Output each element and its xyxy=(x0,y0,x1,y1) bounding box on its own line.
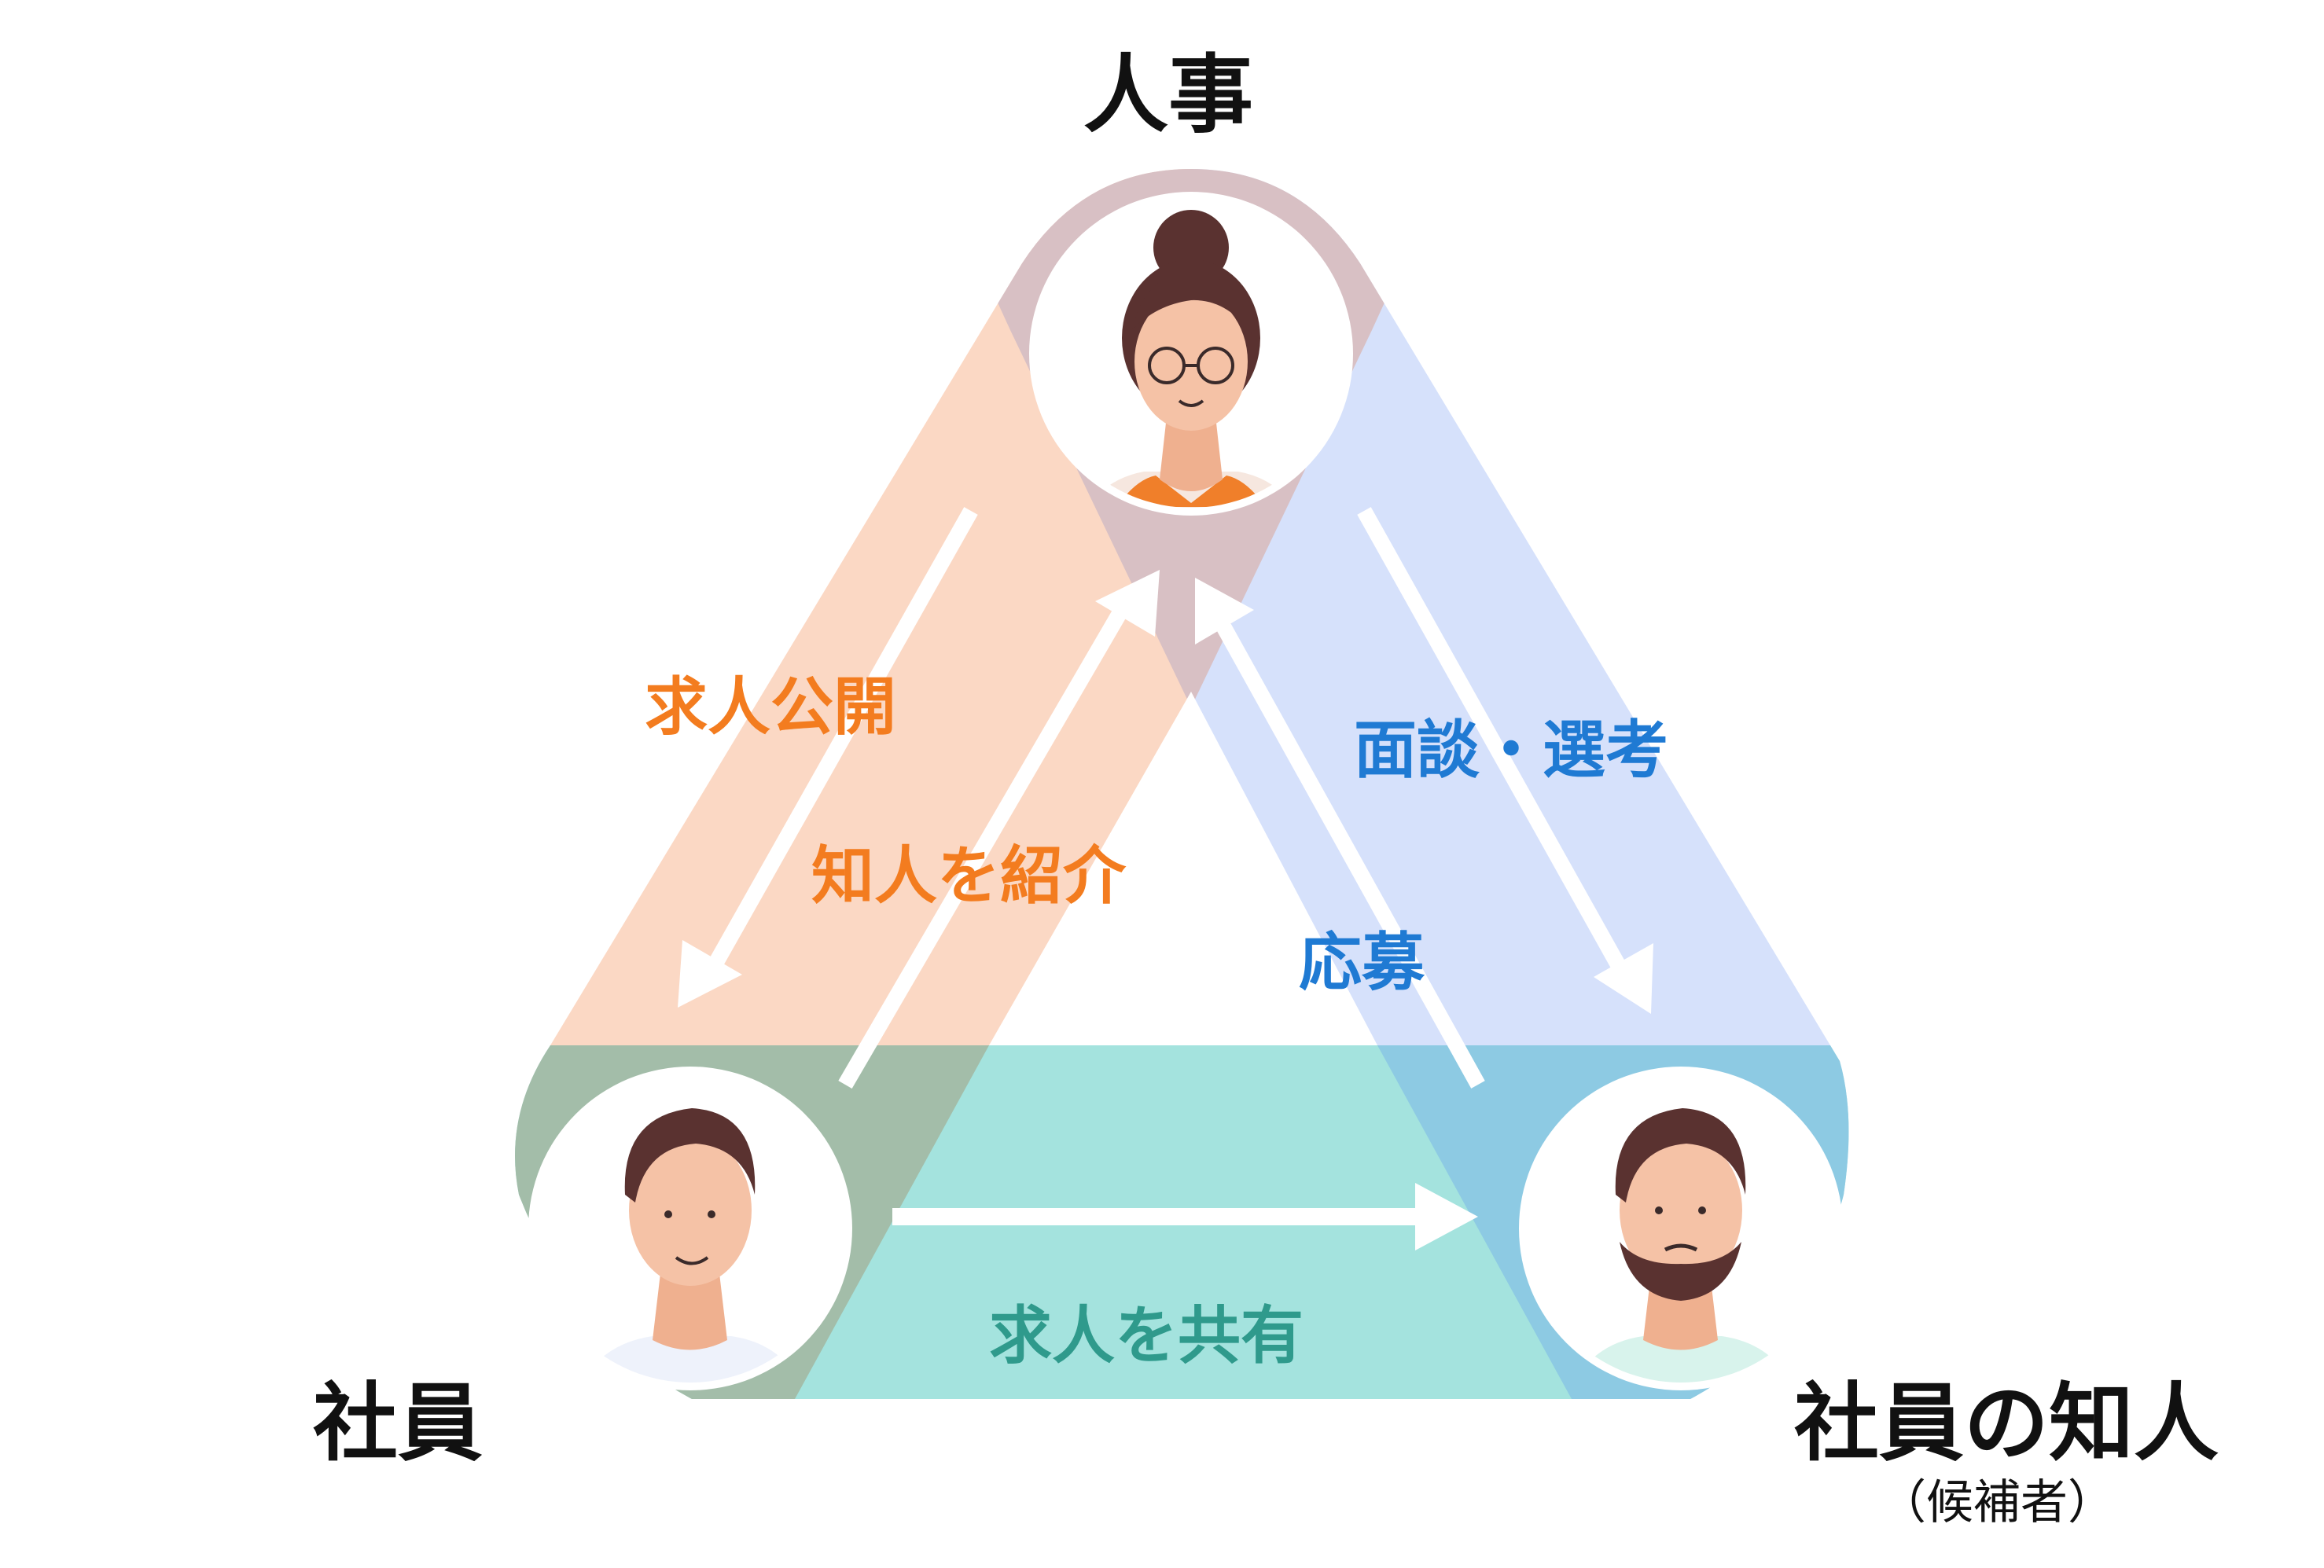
share-arrow-head xyxy=(1415,1183,1478,1250)
hr-avatar xyxy=(1029,192,1353,516)
employee-avatar xyxy=(528,1067,852,1390)
job-publish-label: 求人公開 xyxy=(645,670,896,744)
apply-label: 応募 xyxy=(1299,926,1425,999)
employee-title: 社員 xyxy=(313,1375,484,1473)
apply-arrow-head xyxy=(1195,578,1254,644)
job-publish-arrow-shaft xyxy=(704,507,978,975)
arrow-group xyxy=(678,507,1653,1250)
acquaintance-title: 社員の知人 xyxy=(1794,1375,2219,1473)
refer-acquaintance-label: 知人を紹介 xyxy=(811,839,1126,913)
refer-arrow-shaft xyxy=(838,600,1131,1089)
job-publish-arrow-head xyxy=(678,940,742,1008)
hr-title: 人事 xyxy=(1083,46,1254,145)
inner-white-triangle xyxy=(989,692,1377,1045)
acquaintance-sub-title: （候補者） xyxy=(1879,1475,2115,1530)
acquaintance-avatar xyxy=(1519,1067,1843,1390)
share-job-label: 求人を共有 xyxy=(989,1299,1304,1372)
interview-arrow-shaft xyxy=(1357,507,1631,979)
interview-arrow-head xyxy=(1594,943,1653,1014)
apply-arrow-shaft xyxy=(1215,621,1485,1089)
refer-arrow-head xyxy=(1095,570,1160,637)
interview-selection-label: 面談・選考 xyxy=(1354,714,1668,787)
